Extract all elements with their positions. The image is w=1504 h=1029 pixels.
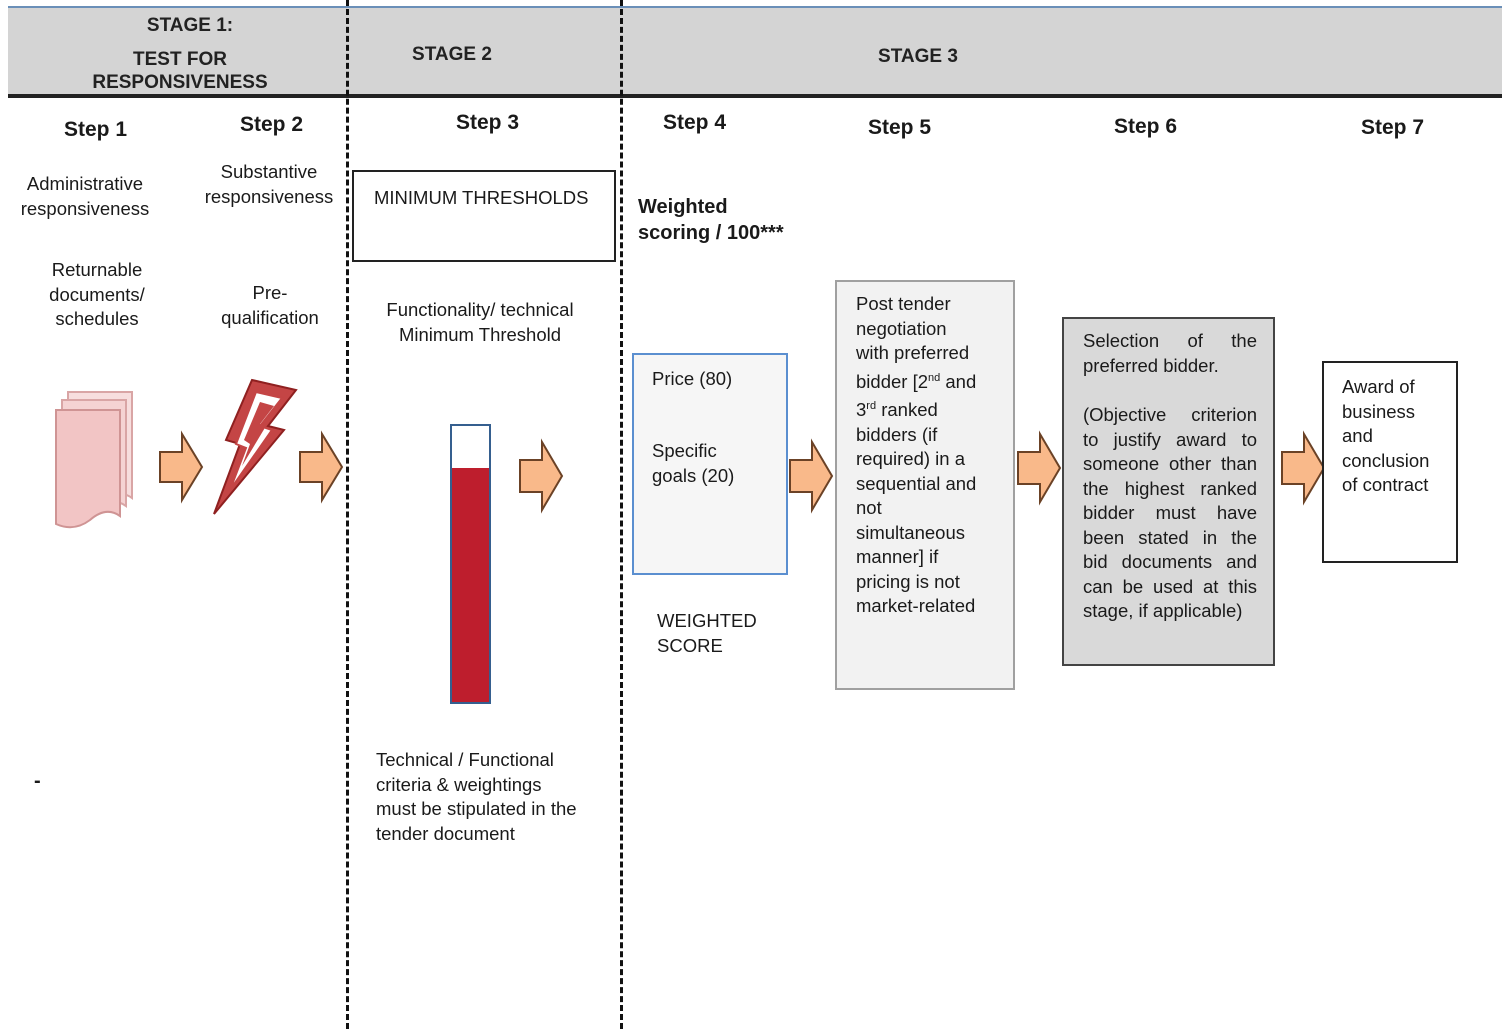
step3-heading: Step 3 — [456, 111, 520, 134]
step7-heading: Step 7 — [1361, 116, 1425, 139]
arrow-right-icon — [519, 438, 564, 514]
preferred-bidder-selection-text: Selection of the preferred bidder. — [1083, 330, 1257, 376]
minimum-thresholds-box: MINIMUM THRESHOLDS — [352, 170, 616, 262]
step2-prequalification-label: Pre-qualification — [221, 282, 319, 328]
objective-criterion-note: (Objective criterion to justify award to… — [1083, 404, 1257, 621]
arrow-right-icon — [299, 430, 344, 504]
step4-heading: Step 4 — [663, 111, 727, 134]
stage1-label-line2: TEST FOR — [133, 49, 227, 70]
header-divider — [8, 94, 1502, 98]
step1-heading: Step 1 — [64, 118, 128, 141]
step1-dash: - — [34, 770, 41, 792]
price-weight-label: Price (80) — [652, 368, 733, 389]
documents-icon — [55, 391, 133, 529]
stage-separator-2-3 — [620, 0, 623, 1029]
step6-heading: Step 6 — [1114, 115, 1178, 138]
threshold-gauge — [450, 424, 491, 704]
lightning-bolt-icon — [213, 378, 298, 515]
step5-heading: Step 5 — [868, 116, 932, 139]
stage1-label-line1: STAGE 1: — [146, 15, 234, 36]
stage-separator-1-2 — [346, 0, 349, 1029]
minimum-thresholds-label: MINIMUM THRESHOLDS — [374, 187, 589, 208]
step2-heading: Step 2 — [240, 113, 304, 136]
award-of-business-text: Award of business and conclusion of cont… — [1342, 376, 1430, 495]
preferred-bidder-selection-box: Selection of the preferred bidder. (Obje… — [1062, 317, 1275, 666]
arrow-right-icon — [789, 438, 834, 514]
arrow-right-icon — [1017, 430, 1062, 506]
award-of-business-box: Award of business and conclusion of cont… — [1322, 361, 1458, 563]
stage1-label-line3: RESPONSIVENESS — [92, 72, 268, 93]
post-tender-negotiation-text: Post tender negotiation with preferred b… — [856, 293, 977, 617]
arrow-right-icon — [1281, 430, 1326, 506]
threshold-gauge-fill — [452, 467, 489, 702]
stage-header-band — [8, 6, 1502, 96]
post-tender-negotiation-box: Post tender negotiation with preferred b… — [835, 280, 1015, 690]
stage3-label: STAGE 3 — [878, 46, 958, 67]
stage2-label: STAGE 2 — [412, 44, 492, 65]
arrow-right-icon — [159, 430, 204, 504]
